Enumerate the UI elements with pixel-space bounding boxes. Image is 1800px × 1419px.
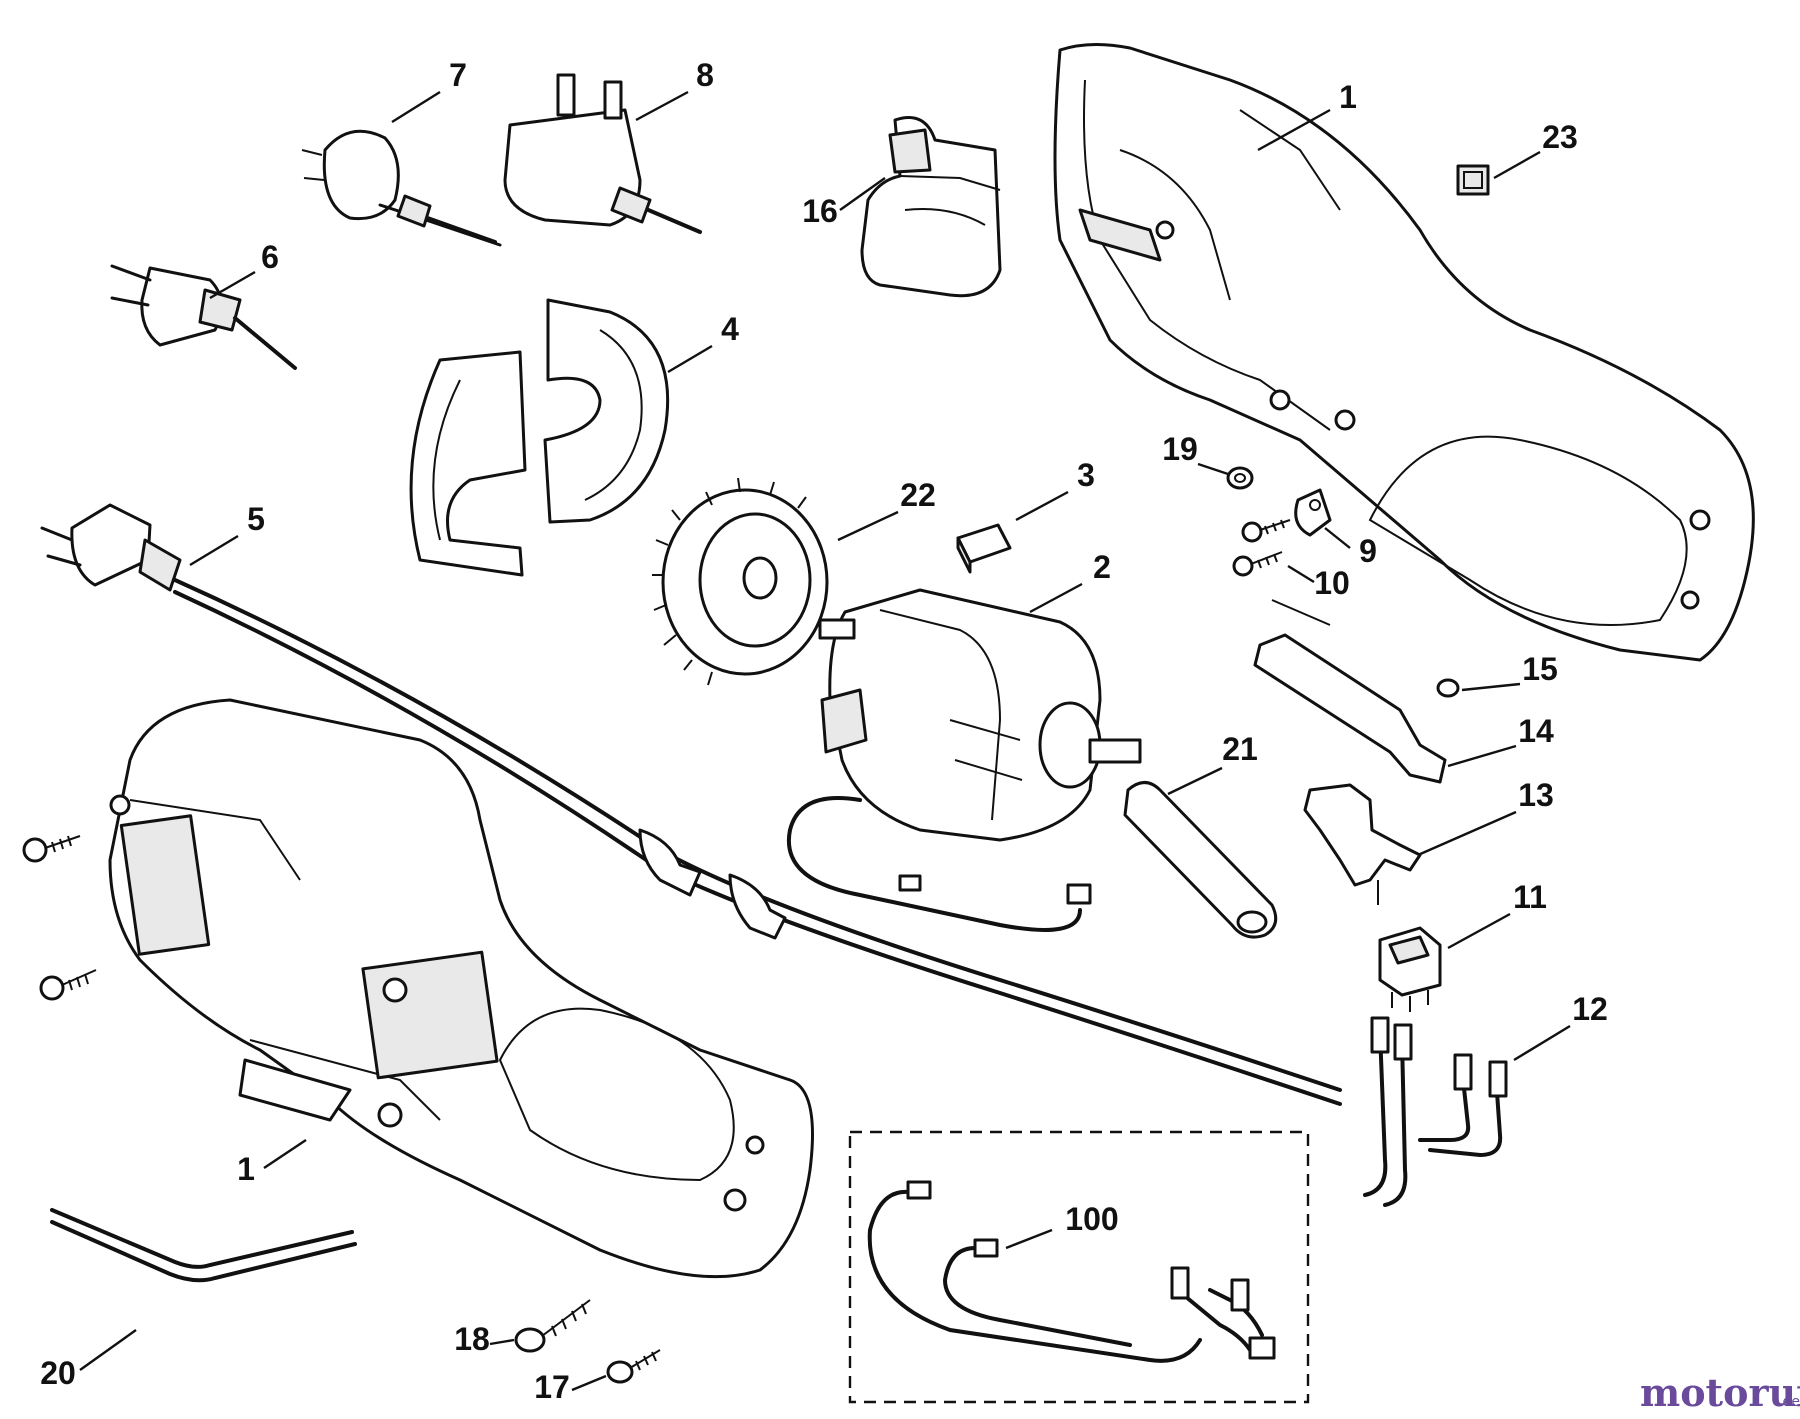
callout-8: 8 [696,57,714,93]
callout-22: 22 [900,477,936,513]
housing-screw-icon[interactable] [39,969,97,1001]
callout-13: 13 [1518,777,1554,813]
callout-17: 17 [534,1369,570,1405]
uk-plug-icon[interactable] [503,73,702,234]
callout-5: 5 [247,501,265,537]
spring-icon[interactable] [1436,678,1460,698]
callout-16: 16 [802,193,838,229]
callout-9: 9 [1359,533,1377,569]
wiring-kit-icon[interactable] [867,1180,1276,1363]
motoruf-watermark: motoruf .de [1640,1370,1800,1415]
clamp-icon[interactable] [1294,488,1332,537]
cooling-fan-icon[interactable] [652,477,829,686]
label-plate-icon[interactable] [1456,164,1490,196]
watermark-name: motoruf [1640,1370,1800,1415]
callout-100: 100 [1065,1201,1118,1237]
callout-19: 19 [1162,431,1198,467]
callout-1-bottom: 1 [237,1151,255,1187]
callout-10: 10 [1314,565,1350,601]
spacer-tube-icon[interactable] [1123,781,1278,939]
socket-screw-icon[interactable] [514,1299,591,1353]
switch-cover-icon[interactable] [860,116,1002,298]
round-plug-icon[interactable] [301,129,502,247]
switch-lever-icon[interactable] [1253,633,1447,784]
hex-key-icon[interactable] [50,1208,357,1283]
callout-18: 18 [454,1321,490,1357]
fan-baffle-right-icon[interactable] [543,298,670,524]
switch-actuator-icon[interactable] [1303,783,1422,905]
rocker-switch-icon[interactable] [1378,926,1442,1012]
washer-icon[interactable] [1226,466,1254,490]
watermark-suffix: .de [1778,1394,1800,1410]
motor-icon[interactable] [786,588,1142,932]
callout-15: 15 [1522,651,1558,687]
screw-set-icon[interactable] [1232,519,1291,577]
housing-half-right-icon[interactable] [1053,42,1755,662]
callout-11: 11 [1513,879,1547,915]
callout-2: 2 [1093,549,1111,585]
fan-baffle-left-icon[interactable] [409,350,527,577]
housing-half-left-icon[interactable] [108,698,814,1279]
callout-7: 7 [449,57,467,93]
callout-4: 4 [721,311,739,347]
housing-screw-icon[interactable] [22,835,81,863]
euro-plug-icon[interactable] [110,264,297,370]
carbon-brush-icon[interactable] [956,523,1012,574]
callout-12: 12 [1572,991,1608,1027]
wire-harness-icon[interactable] [1363,1016,1508,1207]
power-cord-icon[interactable] [40,503,1342,1106]
callout-23: 23 [1542,119,1578,155]
callout-14: 14 [1518,713,1554,749]
callout-3: 3 [1077,457,1095,493]
callout-20: 20 [40,1355,76,1391]
pan-screw-icon[interactable] [606,1349,661,1384]
callout-1-top: 1 [1339,79,1357,115]
wiring-kit-box [848,1130,1310,1404]
callout-21: 21 [1222,731,1258,767]
callout-6: 6 [261,239,279,275]
